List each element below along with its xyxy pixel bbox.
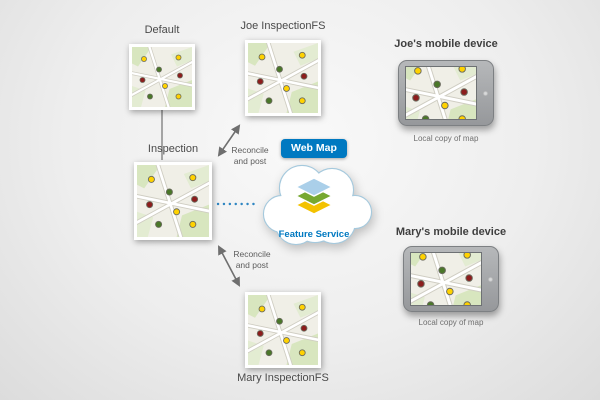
street-map-icon <box>411 253 481 305</box>
reconcile-arrow-bottom <box>218 245 240 287</box>
joe-tablet-device <box>398 60 494 126</box>
mary-inspectionfs-map-thumbnail <box>245 292 321 368</box>
edge-label-reconcile-bottom: Reconcile and post <box>226 249 278 271</box>
feature-service-label: Feature Service <box>278 229 350 240</box>
street-map-icon <box>248 43 318 113</box>
joe-inspectionfs-map-thumbnail <box>245 40 321 116</box>
edge-label-line: and post <box>233 156 267 167</box>
mary-device-map-screen <box>410 252 482 306</box>
camera-icon <box>488 276 493 282</box>
node-label-joe-inspectionfs: Joe InspectionFS <box>240 20 326 32</box>
mary-device-title: Mary's mobile device <box>395 226 507 238</box>
street-map-icon <box>132 47 192 107</box>
joe-device-caption: Local copy of map <box>413 134 479 143</box>
edge-label-line: and post <box>235 260 269 271</box>
node-label-mary-inspectionfs: Mary InspectionFS <box>237 372 329 384</box>
camera-icon <box>483 90 488 96</box>
node-label-default: Default <box>144 24 180 36</box>
node-label-inspection: Inspection <box>147 143 199 155</box>
street-map-icon <box>137 165 209 237</box>
reconcile-arrow-top <box>217 124 241 157</box>
web-map-badge: Web Map <box>281 139 347 158</box>
joe-device-title: Joe's mobile device <box>394 38 498 50</box>
mary-tablet-device <box>403 246 499 312</box>
street-map-icon <box>248 295 318 365</box>
edge-label-line: Reconcile <box>231 145 269 155</box>
edge-label-line: Reconcile <box>233 249 271 259</box>
joe-device-map-screen <box>405 66 477 120</box>
street-map-icon <box>406 67 476 119</box>
inspection-map-thumbnail <box>134 162 212 240</box>
feature-layers-icon <box>294 177 334 215</box>
mary-device-caption: Local copy of map <box>418 318 484 327</box>
edge-label-reconcile-top: Reconcile and post <box>224 145 276 167</box>
default-map-thumbnail <box>129 44 195 110</box>
